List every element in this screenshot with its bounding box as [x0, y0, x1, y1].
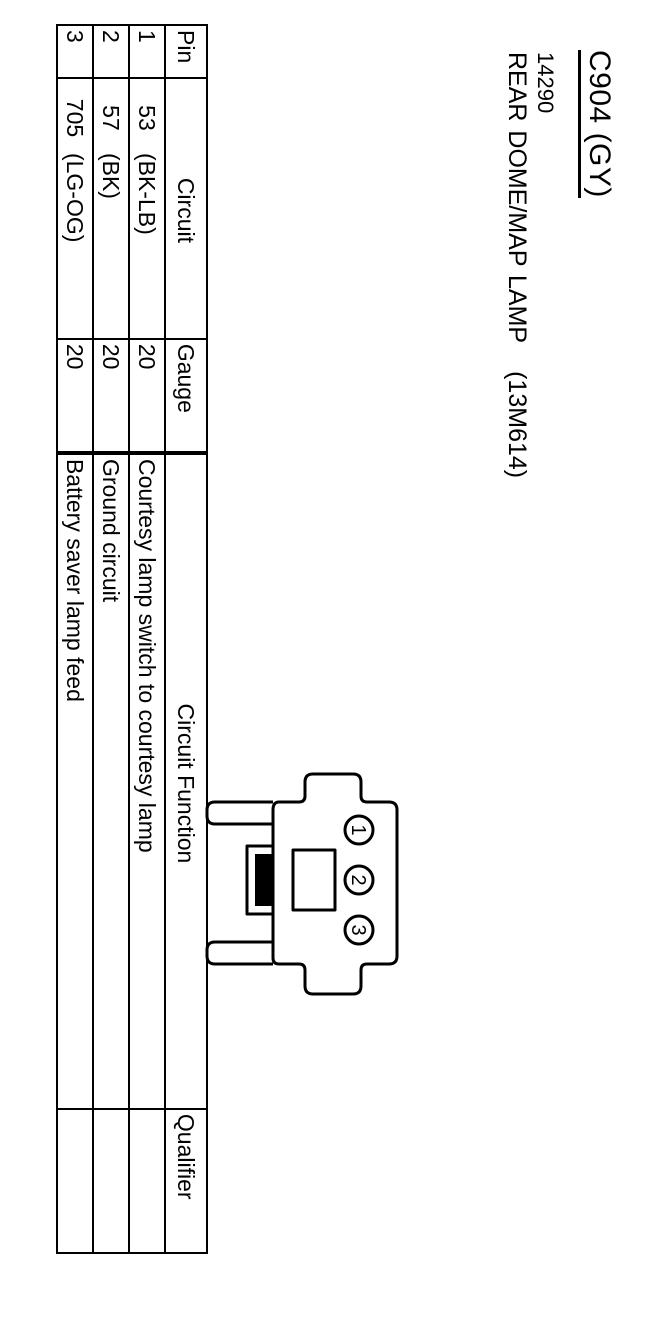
gauge-cell: 20 [129, 338, 165, 453]
header-pin: Pin [165, 25, 207, 78]
pin-2-label: 2 [347, 874, 369, 885]
qualifier-cell [129, 1108, 165, 1253]
connector-description: REAR DOME/MAP LAMP (13M614) [502, 52, 531, 478]
component-code: (13M614) [503, 371, 531, 479]
connector-left-rail [205, 800, 273, 826]
pinout-table: Pin Circuit Gauge Circuit Function Quali… [56, 24, 208, 1254]
connector-face-diagram: 1 2 3 [205, 772, 399, 996]
header-circuit: Circuit [165, 77, 207, 339]
circuit-cell: 705 (LG-OG) [57, 77, 93, 339]
function-cell: Courtesy lamp switch to courtesy lamp [129, 452, 165, 1109]
pin-cell: 1 [129, 25, 165, 78]
qualifier-cell [57, 1108, 93, 1253]
latch-bar [245, 844, 273, 916]
header-circuit-function: Circuit Function [165, 452, 207, 1109]
connector-title: C904 (GY) [578, 50, 616, 198]
pin-1-circle [343, 814, 375, 846]
pin-1-label: 1 [347, 824, 369, 835]
function-cell: Battery saver lamp feed [57, 452, 93, 1109]
connector-color-code: (GY) [583, 132, 616, 198]
table-header-row: Pin Circuit Gauge Circuit Function Quali… [165, 25, 207, 1253]
description-text: REAR DOME/MAP LAMP [503, 52, 531, 344]
gauge-cell: 20 [57, 338, 93, 453]
header-gauge: Gauge [165, 338, 207, 453]
circuit-color: (BK-LB) [134, 152, 161, 235]
circuit-number: 53 [134, 105, 161, 131]
circuit-number: 705 [62, 98, 89, 138]
pin-cell: 2 [93, 25, 129, 78]
pin-3-circle [343, 914, 375, 946]
connector-right-rail [205, 940, 273, 966]
table-row: 1 53 (BK-LB) 20 Courtesy lamp switch to c… [129, 25, 165, 1253]
latch-tab [291, 848, 337, 912]
function-cell: Ground circuit [93, 452, 129, 1109]
header-qualifier: Qualifier [165, 1108, 207, 1253]
table-row: 2 57 (BK) 20 Ground circuit [93, 25, 129, 1253]
pin-2-circle [343, 864, 375, 896]
pin-3-label: 3 [347, 924, 369, 935]
circuit-color: (LG-OG) [62, 152, 89, 243]
table-row: 3 705 (LG-OG) 20 Battery saver lamp feed [57, 25, 93, 1253]
connector-housing-outline [271, 772, 399, 996]
pin-cell: 3 [57, 25, 93, 78]
circuit-number: 57 [98, 105, 125, 131]
latch-bar-inner [255, 854, 273, 906]
gauge-cell: 20 [93, 338, 129, 453]
circuit-color: (BK) [98, 152, 125, 199]
connector-id: C904 [583, 50, 616, 124]
qualifier-cell [93, 1108, 129, 1253]
circuit-cell: 53 (BK-LB) [129, 77, 165, 339]
part-number: 14290 [533, 52, 558, 114]
circuit-cell: 57 (BK) [93, 77, 129, 339]
